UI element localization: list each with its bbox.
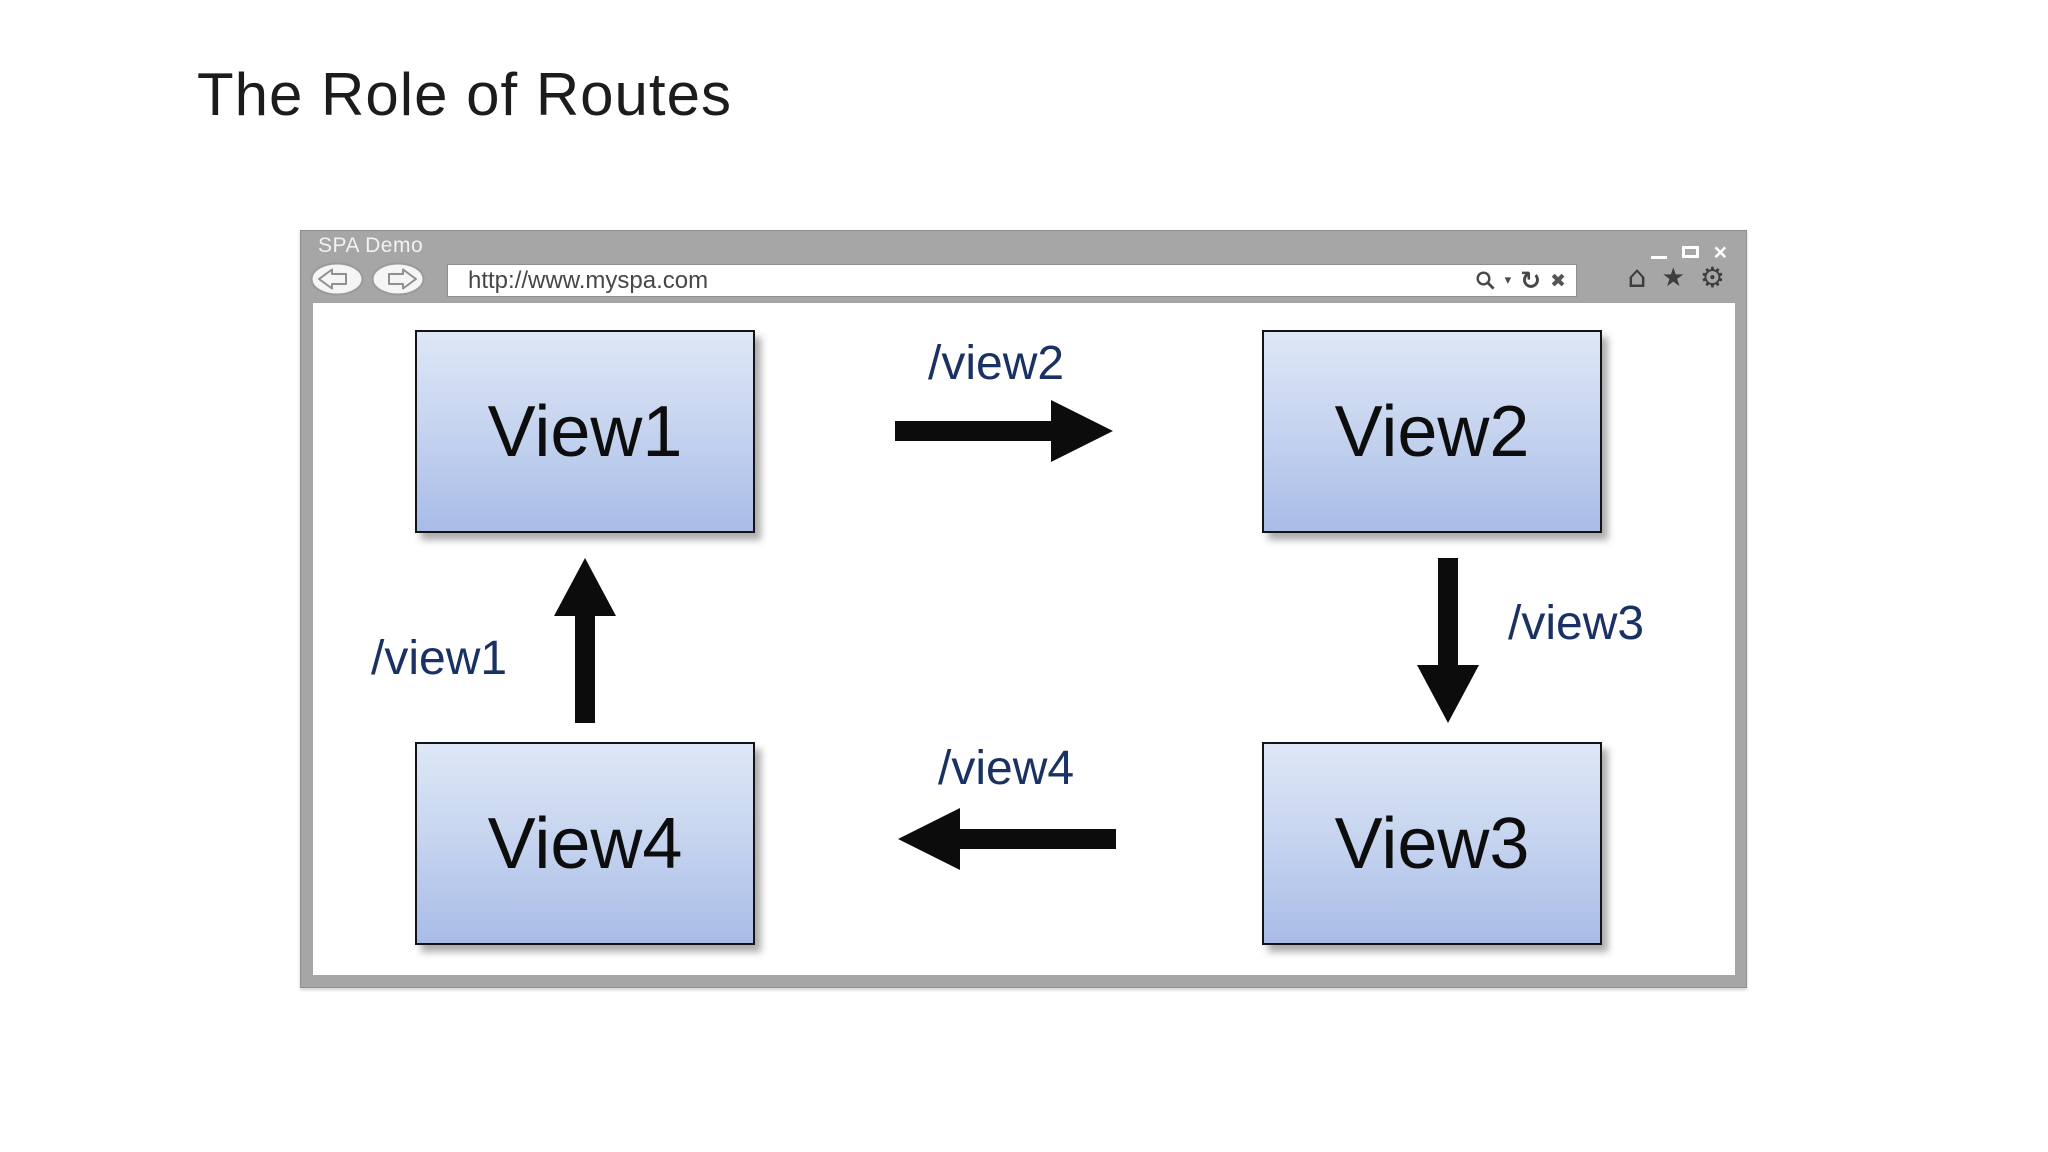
url-bar-icons: ▾ ↻ ✖ xyxy=(1475,268,1566,293)
favorites-star-icon[interactable]: ★ xyxy=(1661,263,1685,293)
arrow-right-icon xyxy=(895,400,1113,462)
view4-box: View4 xyxy=(415,742,755,945)
window-title: SPA Demo xyxy=(318,234,424,257)
url-bar[interactable]: http://www.myspa.com ▾ ↻ ✖ xyxy=(447,264,1577,297)
refresh-icon[interactable]: ↻ xyxy=(1520,266,1542,295)
search-dropdown-icon[interactable]: ▾ xyxy=(1504,273,1512,288)
settings-gear-icon[interactable]: ⚙ xyxy=(1699,261,1725,294)
route-label-view4: /view4 xyxy=(938,742,1075,795)
arrow-up-icon xyxy=(554,558,616,723)
view2-box: View2 xyxy=(1262,330,1602,533)
close-icon[interactable]: × xyxy=(1713,239,1727,265)
forward-arrow-icon xyxy=(388,268,417,290)
route-label-view2: /view2 xyxy=(928,337,1065,390)
browser-content: View1 View2 View3 View4 /view2 /view3 /v… xyxy=(313,303,1735,975)
chrome-toolbar-icons: ⌂ ★ ⚙ xyxy=(1627,260,1725,295)
browser-window: SPA Demo × http://www.myspa.com ▾ ↻ ✖ xyxy=(300,230,1747,988)
route-label-view1: /view1 xyxy=(371,632,508,685)
page-title: The Role of Routes xyxy=(197,61,732,128)
route-label-view3: /view3 xyxy=(1508,597,1645,650)
search-icon[interactable] xyxy=(1475,270,1496,291)
nav-buttons xyxy=(310,262,425,296)
back-button[interactable] xyxy=(310,262,364,296)
view1-box: View1 xyxy=(415,330,755,533)
arrow-left-icon xyxy=(898,808,1116,870)
back-arrow-icon xyxy=(318,268,347,290)
stop-icon[interactable]: ✖ xyxy=(1550,269,1566,292)
url-input[interactable]: http://www.myspa.com xyxy=(468,266,709,294)
forward-button[interactable] xyxy=(371,262,425,296)
view3-box: View3 xyxy=(1262,742,1602,945)
minimize-icon[interactable] xyxy=(1650,255,1667,259)
window-controls: × xyxy=(1650,239,1727,265)
arrow-down-icon xyxy=(1417,558,1479,723)
home-icon[interactable]: ⌂ xyxy=(1627,260,1647,295)
maximize-icon[interactable] xyxy=(1681,246,1699,258)
